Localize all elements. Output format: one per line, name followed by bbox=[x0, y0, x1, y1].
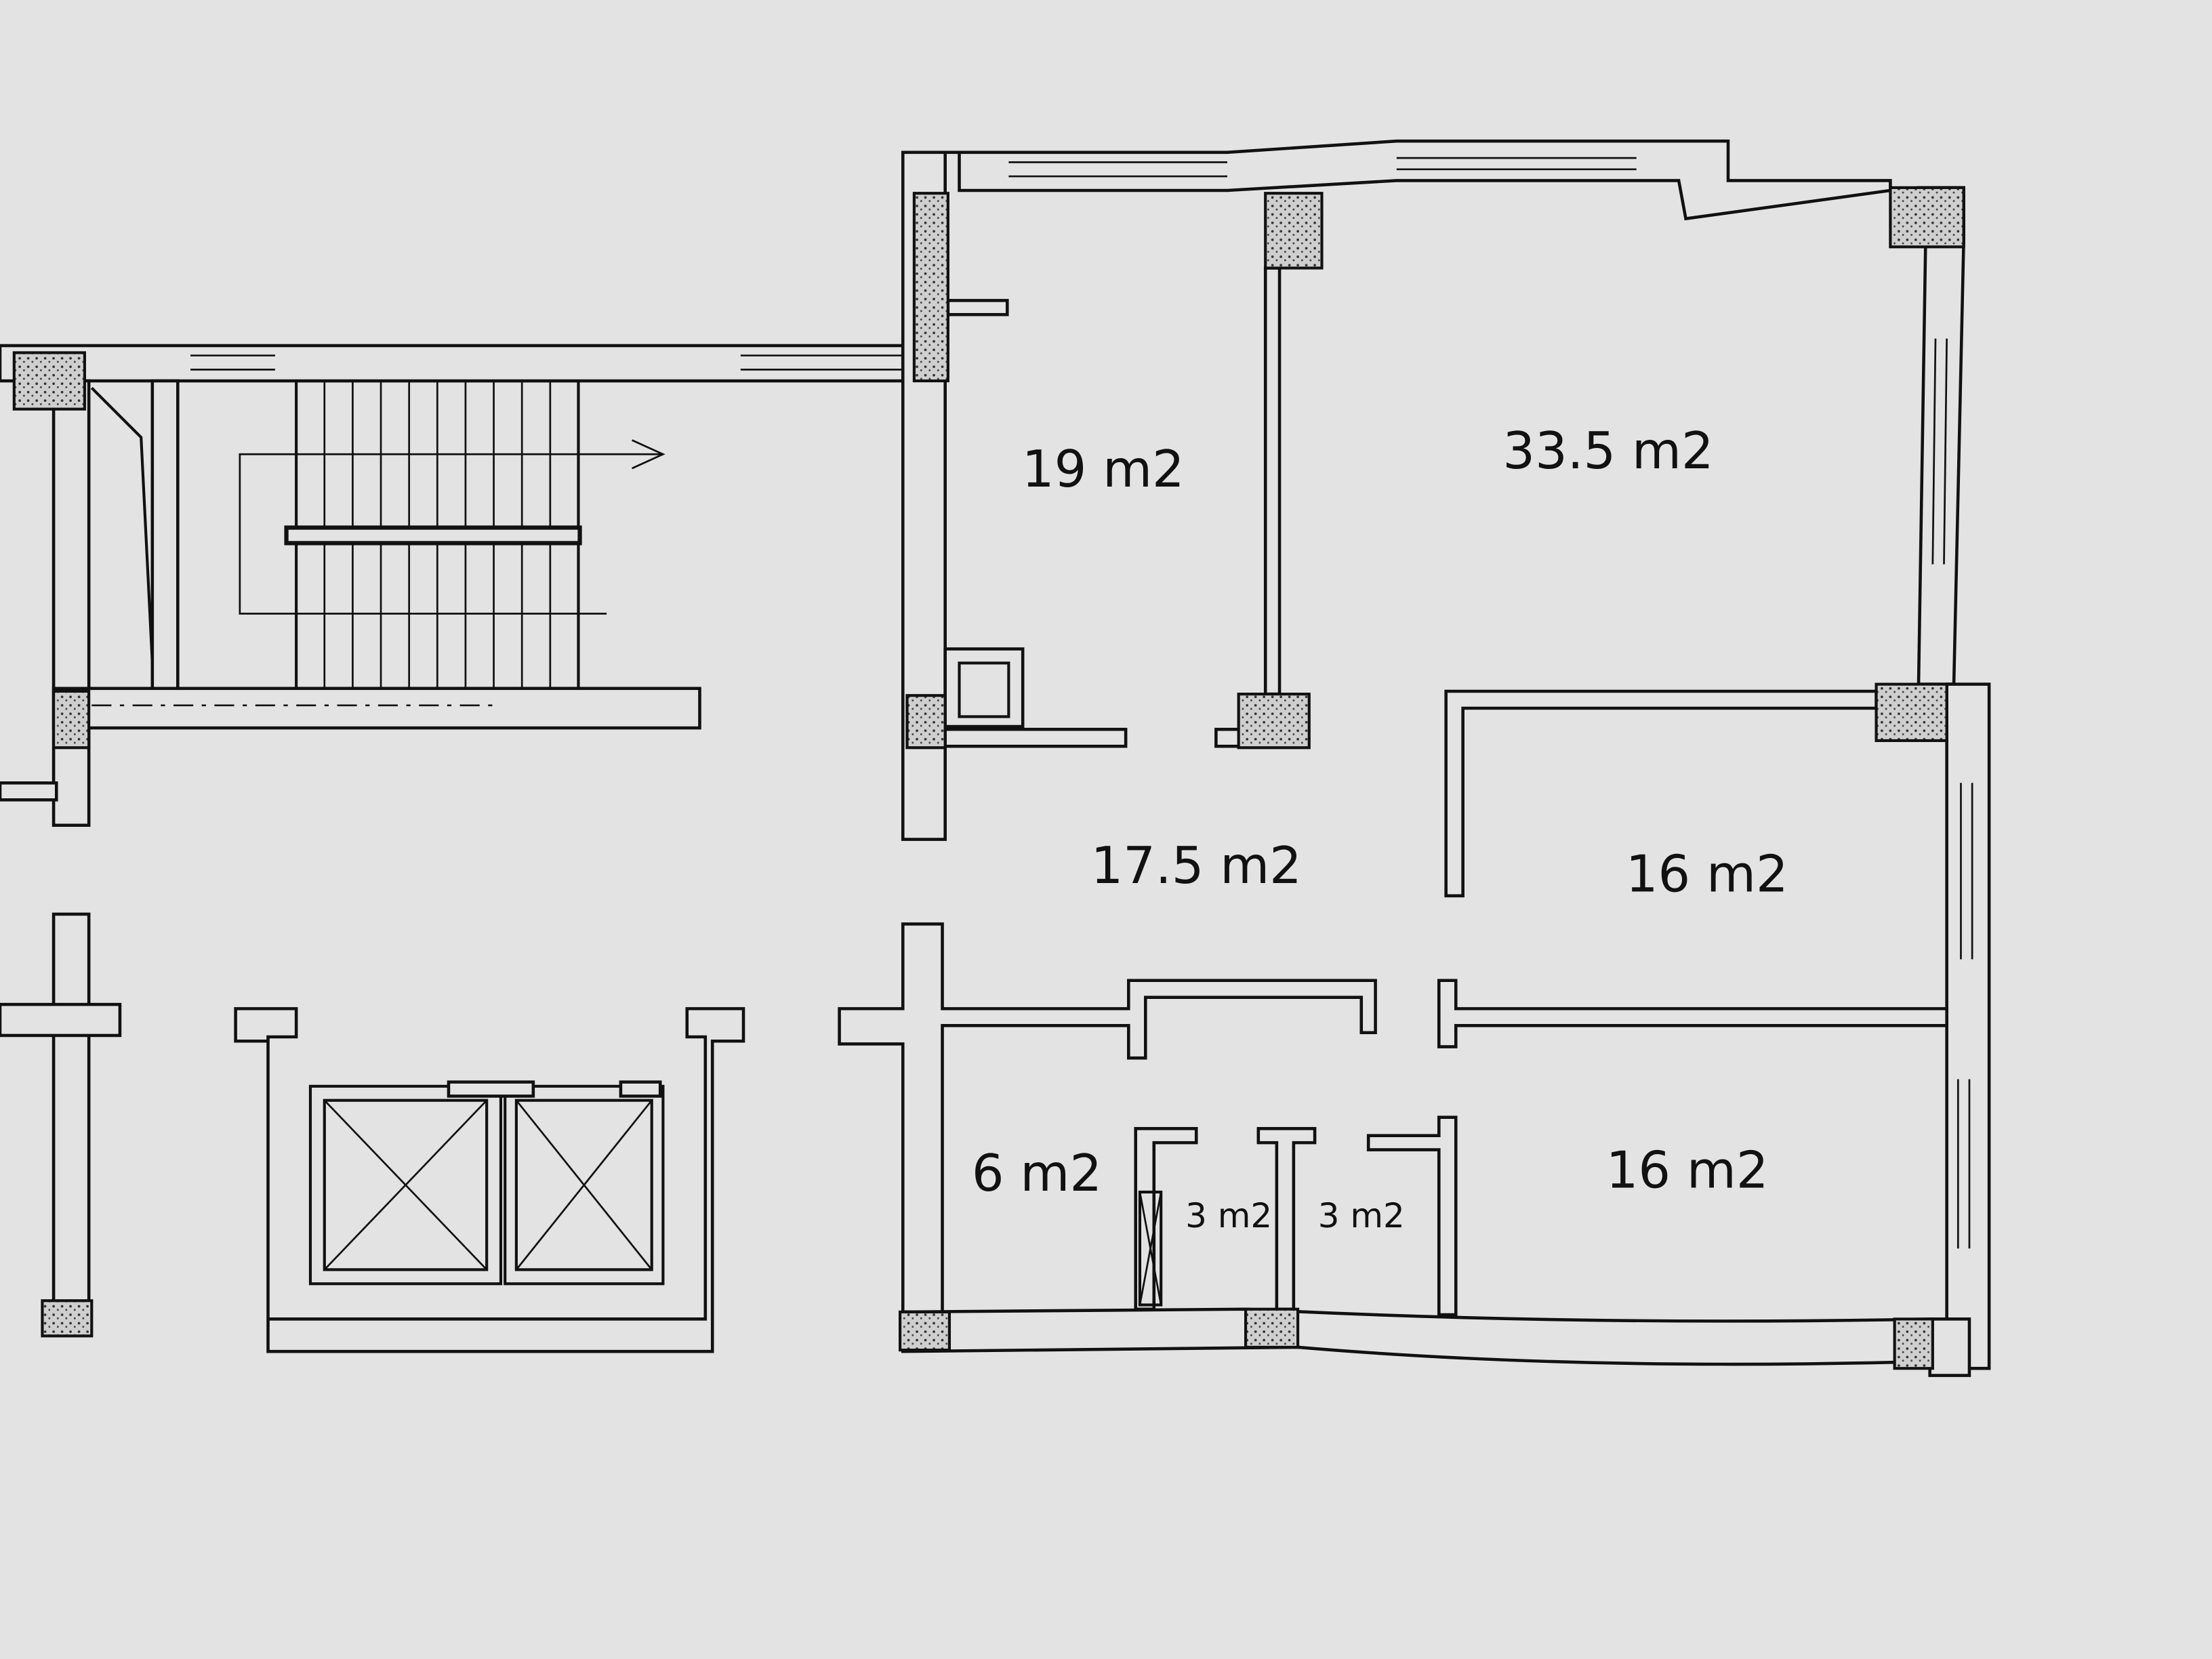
room-label: 19 m2 bbox=[1022, 439, 1185, 499]
room-label: 3 m2 bbox=[1318, 1196, 1405, 1235]
column bbox=[12, 351, 86, 411]
room-label: 17.5 m2 bbox=[1091, 836, 1302, 895]
columns bbox=[899, 186, 1965, 1370]
elevator-shaft bbox=[308, 1084, 503, 1286]
room-label: 3 m2 bbox=[1185, 1196, 1272, 1235]
stair-core bbox=[0, 344, 905, 827]
handrail bbox=[284, 525, 582, 546]
direction-arrow-icon bbox=[632, 439, 665, 470]
column bbox=[52, 689, 91, 750]
elevator-core bbox=[0, 912, 745, 1353]
elevator-shaft bbox=[504, 1084, 665, 1286]
room-label: 16 m2 bbox=[1626, 844, 1788, 904]
room-label: 16 m2 bbox=[1606, 1141, 1769, 1200]
column bbox=[41, 1299, 94, 1338]
room-label: 33.5 m2 bbox=[1502, 421, 1713, 480]
stairs bbox=[239, 379, 665, 690]
room-label: 6 m2 bbox=[972, 1143, 1102, 1203]
